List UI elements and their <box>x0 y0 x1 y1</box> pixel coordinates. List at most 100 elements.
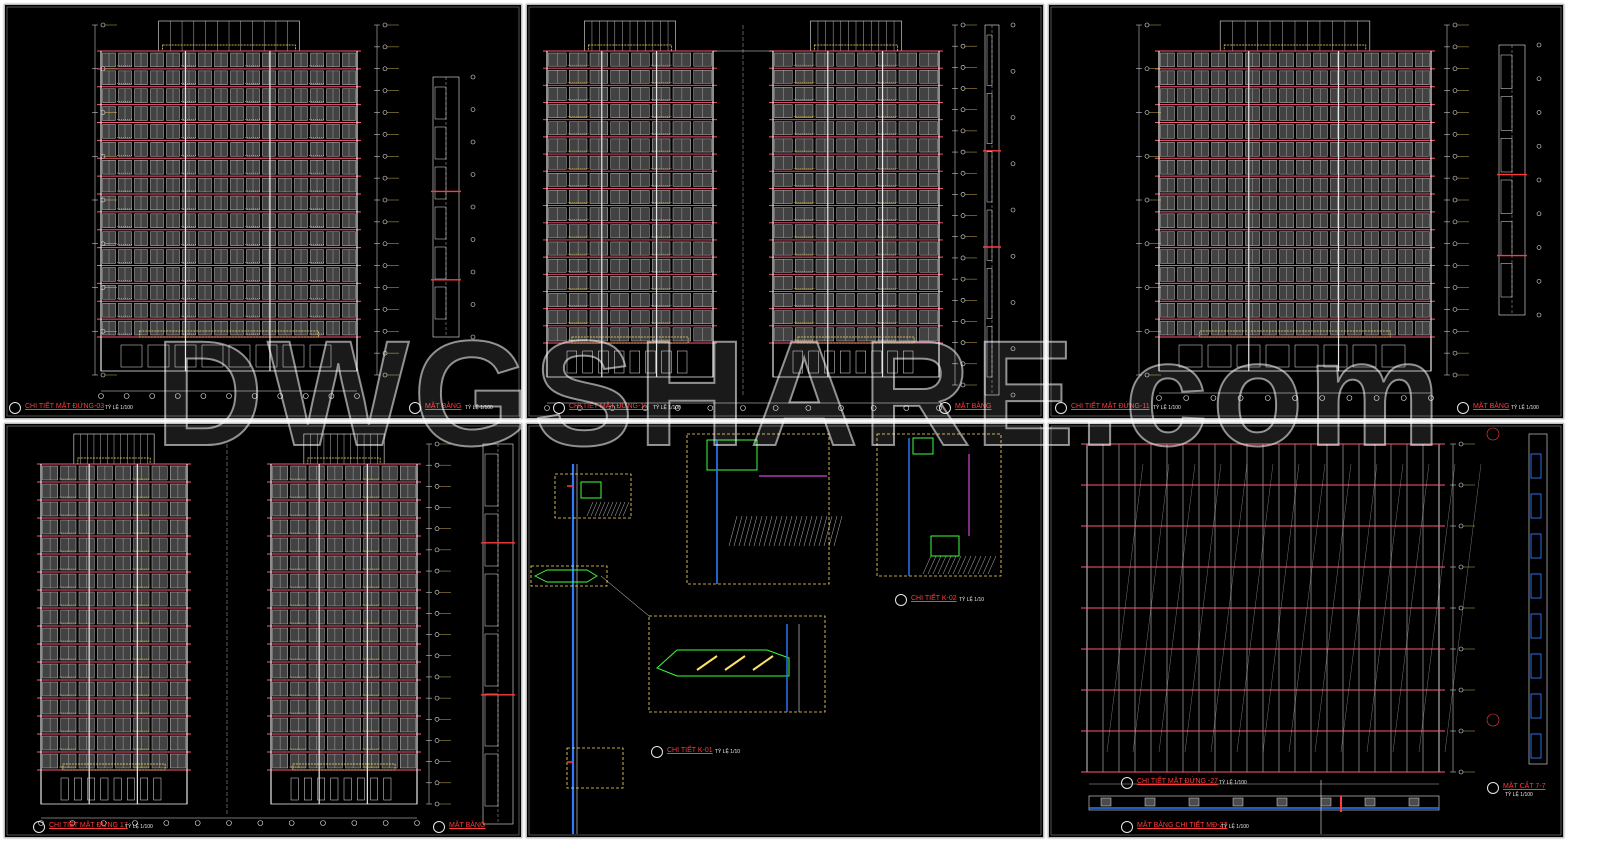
level-marker <box>1452 372 1458 378</box>
level-marker <box>382 307 388 312</box>
plan-column <box>1408 797 1420 807</box>
level-marker <box>1452 153 1458 159</box>
level-marker <box>382 219 388 225</box>
entrance-door <box>330 777 339 801</box>
section-room <box>986 151 993 203</box>
section-room <box>484 693 499 747</box>
hatch-line <box>614 501 622 517</box>
elevation-drawing <box>6 6 520 417</box>
entrance-door <box>840 350 851 374</box>
grid-axis-bubble <box>288 820 295 826</box>
entrance-door <box>566 350 577 374</box>
grid-axis-bubble <box>257 820 264 826</box>
level-marker <box>960 213 966 218</box>
hatch-line <box>927 555 937 575</box>
level-marker <box>382 350 388 356</box>
level-marker <box>382 132 388 137</box>
panel-scale: TỶ LỆ 1/100 <box>653 405 681 411</box>
level-marker <box>960 149 966 155</box>
grid-axis-bubble <box>194 820 201 826</box>
grid-axis-bubble <box>838 405 844 411</box>
entrance-door <box>255 344 278 368</box>
level-marker <box>960 107 966 113</box>
section-room <box>986 209 993 261</box>
level-marker <box>100 372 106 378</box>
level-marker <box>434 547 440 553</box>
level-marker <box>470 139 476 145</box>
level-marker <box>434 716 440 722</box>
grid-axis-bubble <box>772 405 779 411</box>
level-marker <box>434 589 440 595</box>
grid-axis-bubble <box>1183 395 1189 401</box>
grid-axis-bubble <box>320 820 326 826</box>
section-tag-icon <box>1486 427 1500 441</box>
entrance-door <box>357 777 365 801</box>
section-room <box>986 326 993 378</box>
hatch-line <box>783 515 793 547</box>
entrance-door <box>113 777 122 801</box>
level-marker <box>382 175 388 181</box>
section-room <box>434 166 447 200</box>
level-marker <box>1452 219 1458 225</box>
grid-axis-bubble <box>1373 395 1380 401</box>
level-marker <box>1452 110 1458 115</box>
grid-axis-bubble <box>576 405 583 411</box>
section-marker-icon <box>1055 402 1067 414</box>
section-glass <box>1530 533 1542 559</box>
louvre-blade <box>533 569 598 583</box>
level-marker <box>960 319 966 324</box>
level-marker <box>960 297 966 303</box>
entrance-door <box>201 344 224 368</box>
grid-axis-bubble <box>1156 395 1162 401</box>
hatch-line <box>818 515 828 547</box>
section-room <box>986 34 993 86</box>
level-marker <box>960 361 966 367</box>
entrance-door <box>153 777 162 801</box>
grid-axis-bubble <box>351 820 358 826</box>
side-title: MẶT CẮT 7-7 <box>1503 783 1546 790</box>
detail-callout <box>530 565 608 587</box>
hatch-line <box>602 501 610 517</box>
hatch-line <box>952 555 962 575</box>
hatch-line <box>778 515 788 547</box>
level-marker <box>1452 307 1458 312</box>
louvre-blade <box>656 649 790 677</box>
panel-title: CHI TIẾT MẶT ĐỨNG-11 <box>1071 403 1150 410</box>
glass-reflection <box>1210 463 1248 753</box>
louvre-fin <box>752 655 774 671</box>
section-marker-icon <box>895 594 907 606</box>
entrance-door <box>343 777 352 801</box>
section-marker-icon <box>651 746 663 758</box>
level-marker <box>1458 728 1464 734</box>
entrance-door <box>645 350 656 374</box>
glass-reflection <box>1340 463 1378 753</box>
section-glass <box>1530 693 1542 719</box>
entrance-door <box>598 350 609 374</box>
hatch-line <box>758 515 768 547</box>
level-marker <box>434 695 440 701</box>
entrance-door <box>808 350 819 374</box>
grid-axis-bubble <box>226 820 232 826</box>
grid-axis-bubble <box>328 393 335 399</box>
glass-reflection <box>1288 463 1326 753</box>
detail-scale-2: TỶ LỆ 1/10 <box>959 597 985 603</box>
hatch-line <box>957 555 967 575</box>
level-marker <box>960 86 966 91</box>
level-marker <box>1452 285 1458 290</box>
hatch-line <box>743 515 753 547</box>
glass-reflection <box>1392 463 1430 753</box>
entrance-door <box>370 777 378 801</box>
level-marker <box>434 568 440 574</box>
section-room <box>986 268 993 319</box>
entrance-door <box>1381 344 1406 368</box>
level-marker <box>382 88 388 93</box>
glass-reflection <box>1158 463 1196 753</box>
elevation-drawing <box>6 425 520 836</box>
grid-axis-bubble <box>1210 395 1217 401</box>
podium-band <box>139 330 319 338</box>
grid-axis-bubble <box>69 820 76 826</box>
level-marker <box>1458 523 1464 529</box>
grid-axis-bubble <box>1400 395 1407 401</box>
side-title: MẶT BẰNG <box>425 403 462 410</box>
hatch-line <box>748 515 758 547</box>
